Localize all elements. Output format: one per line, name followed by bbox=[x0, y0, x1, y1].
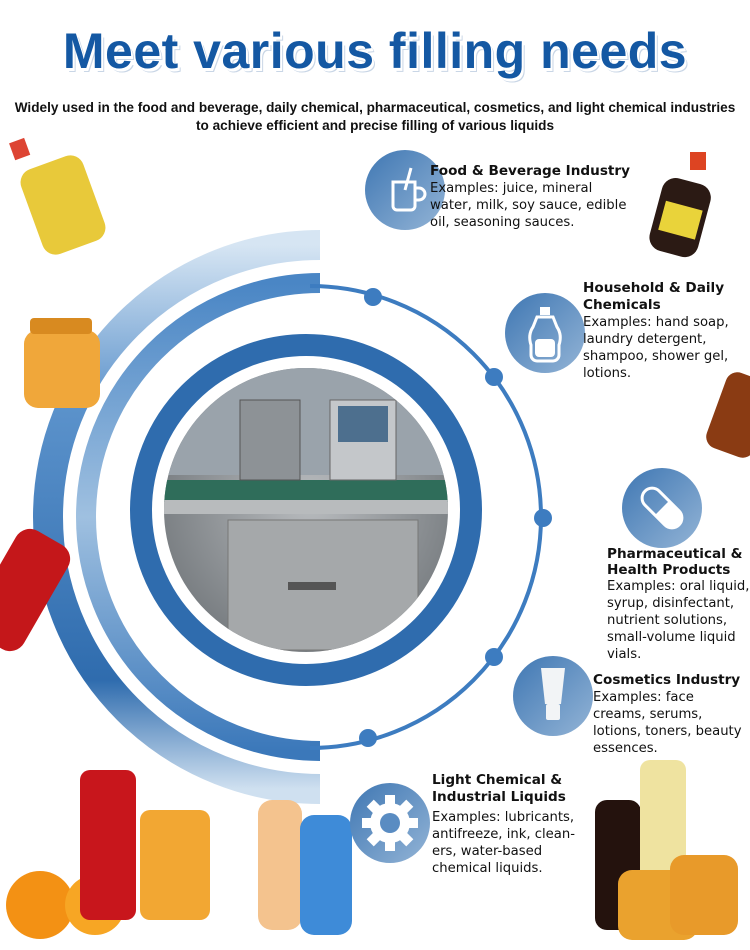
sauce-bottle-image bbox=[706, 372, 750, 458]
cup-icon bbox=[365, 150, 445, 230]
industry-heading: Light Chemical & Industrial Liquids bbox=[432, 772, 566, 805]
cosmetic-tube-icon bbox=[513, 656, 593, 736]
detergent-bottle-icon bbox=[505, 293, 585, 373]
bottom-left-products-image bbox=[6, 770, 352, 939]
outer-ring bbox=[33, 230, 321, 804]
honey-jar-image bbox=[24, 318, 100, 408]
industry-pharmaceutical: Pharmaceutical & Health Products Example… bbox=[607, 546, 750, 663]
industry-cosmetics: Cosmetics Industry Examples: face creams… bbox=[593, 672, 750, 757]
page-title: Meet various filling needs bbox=[62, 23, 688, 79]
bottom-right-products-image bbox=[595, 760, 738, 940]
industry-examples: Examples: juice, mineral water, milk, so… bbox=[430, 181, 627, 230]
industry-heading: Household & Daily Chemicals bbox=[583, 280, 725, 313]
capsule-icon bbox=[622, 468, 702, 548]
ketchup-bottle-image bbox=[0, 528, 71, 652]
industry-examples: Examples: oral liquid, syrup, disinfecta… bbox=[607, 579, 750, 662]
industry-household: Household & Daily Chemicals Examples: ha… bbox=[583, 280, 748, 382]
inner-ring bbox=[130, 334, 482, 686]
soy-sauce-bottle-image bbox=[649, 152, 711, 258]
industry-heading: Food & Beverage Industry bbox=[430, 163, 630, 179]
industry-examples: Examples: lubricants, antifreeze, ink, c… bbox=[432, 810, 575, 876]
industry-heading: Cosmetics Industry bbox=[593, 672, 741, 688]
gear-icon bbox=[350, 783, 430, 863]
industry-food-beverage: Food & Beverage Industry Examples: juice… bbox=[430, 163, 630, 231]
middle-ring bbox=[76, 273, 321, 761]
industry-light-chemical: Light Chemical & Industrial Liquids Exam… bbox=[432, 772, 582, 877]
filling-machine-photo bbox=[164, 368, 448, 652]
industry-examples: Examples: hand soap, laundry detergent, … bbox=[583, 315, 729, 381]
industry-examples: Examples: face creams, serums, lotions, … bbox=[593, 690, 742, 756]
ring-dots bbox=[359, 288, 552, 747]
oil-bottle-image bbox=[9, 137, 106, 255]
industry-heading: Pharmaceutical & Health Products bbox=[607, 546, 743, 578]
page-subtitle: Widely used in the food and beverage, da… bbox=[14, 100, 736, 133]
